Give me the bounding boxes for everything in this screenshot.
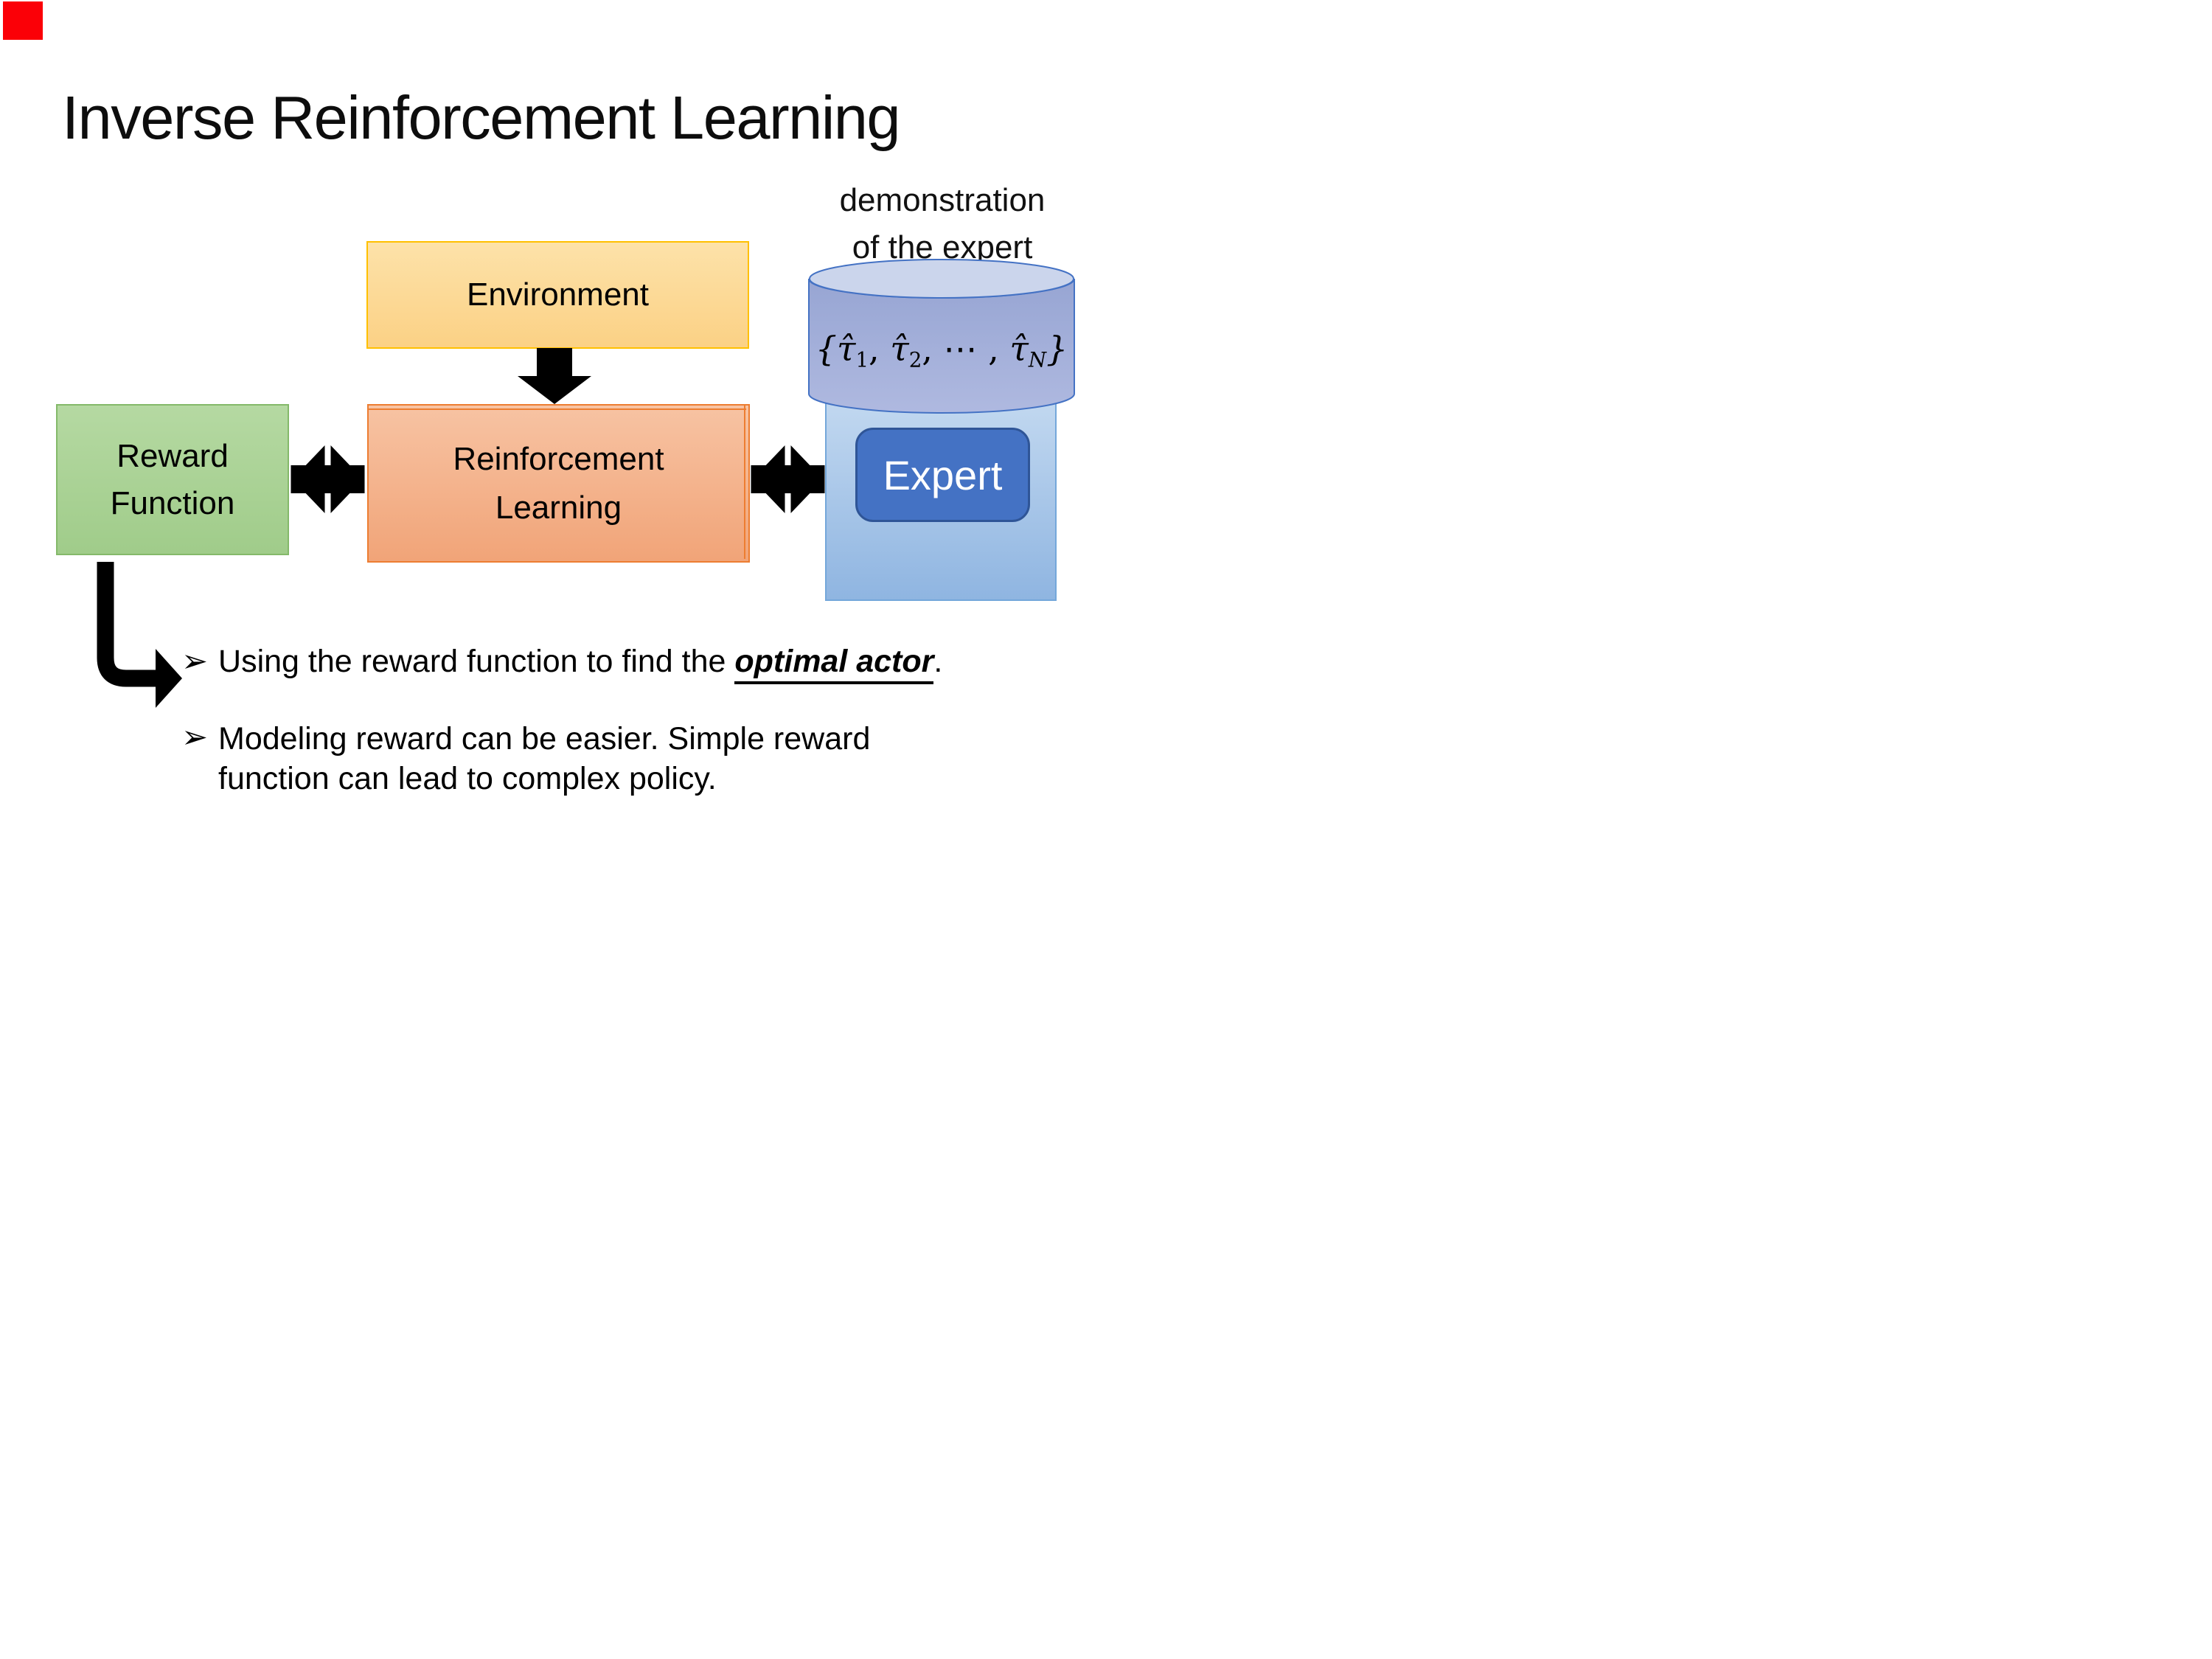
formula-dots: ⋯	[943, 329, 978, 369]
environment-box: Environment	[366, 241, 749, 349]
bullet-1-emphasis: optimal actor	[734, 644, 934, 684]
reinforcement-learning-label-line1: Reinforcement	[453, 440, 664, 477]
bullet-item-1: ➢ Using the reward function to find the …	[181, 643, 943, 684]
demonstrations-cylinder	[808, 259, 1075, 414]
bullet-1-suffix: .	[933, 644, 943, 679]
formula-sub1: 1	[855, 347, 869, 372]
cylinder-top	[809, 259, 1074, 299]
double-arrow-left-part	[752, 445, 825, 513]
expert-box: Expert	[855, 428, 1030, 522]
formula-tauN: τ̂	[1009, 329, 1029, 369]
demonstration-caption-line1: demonstration	[839, 182, 1046, 218]
trajectory-set-formula: {τ̂1, τ̂2, ⋯ , τ̂N}	[807, 329, 1076, 372]
formula-subN: N	[1028, 347, 1046, 372]
reinforcement-learning-box: Reinforcement Learning	[367, 404, 750, 563]
slide-canvas: Inverse Reinforcement Learning demonstra…	[0, 0, 1106, 830]
bullet-1-text: Using the reward function to find the op…	[218, 643, 943, 684]
double-arrow-rl-expert	[751, 445, 825, 513]
red-corner-marker	[3, 1, 43, 40]
reinforcement-learning-label-line2: Learning	[495, 489, 622, 526]
bullet-marker-icon: ➢	[181, 720, 209, 755]
reward-function-box: Reward Function	[56, 404, 289, 555]
demonstration-caption: demonstration of the expert	[806, 177, 1079, 271]
bullet-1-prefix: Using the reward function to find the	[218, 644, 735, 679]
environment-label: Environment	[466, 276, 649, 313]
expert-label: Expert	[883, 451, 1003, 498]
reward-function-label-line2: Function	[110, 484, 235, 521]
formula-sub2: 2	[908, 347, 922, 372]
down-arrow-shape	[518, 348, 591, 404]
bent-arrow	[97, 562, 182, 708]
bullet-2-line1: Modeling reward can be easier. Simple re…	[218, 721, 871, 757]
formula-open-brace: {	[815, 329, 837, 369]
bullet-item-2: ➢ Modeling reward can be easier. Simple …	[181, 719, 870, 799]
double-arrow-reward-rl	[291, 445, 365, 513]
formula-tau2: τ̂	[890, 329, 909, 369]
bullet-marker-icon: ➢	[181, 644, 209, 679]
bullet-2-line2: function can lead to complex policy.	[218, 761, 717, 797]
formula-close-brace: }	[1046, 329, 1068, 369]
double-arrow-left-part	[292, 445, 365, 513]
formula-tau1: τ̂	[836, 329, 856, 369]
formula-comma3: ,	[977, 329, 1010, 369]
reward-function-label-line1: Reward	[116, 437, 229, 474]
slide-title: Inverse Reinforcement Learning	[62, 83, 901, 152]
bullet-2-text: Modeling reward can be easier. Simple re…	[218, 719, 870, 799]
bent-arrow-head	[156, 649, 182, 708]
formula-comma2: ,	[922, 329, 944, 369]
down-arrow	[518, 348, 591, 404]
formula-comma1: ,	[869, 329, 891, 369]
bent-arrow-shaft	[97, 562, 156, 687]
